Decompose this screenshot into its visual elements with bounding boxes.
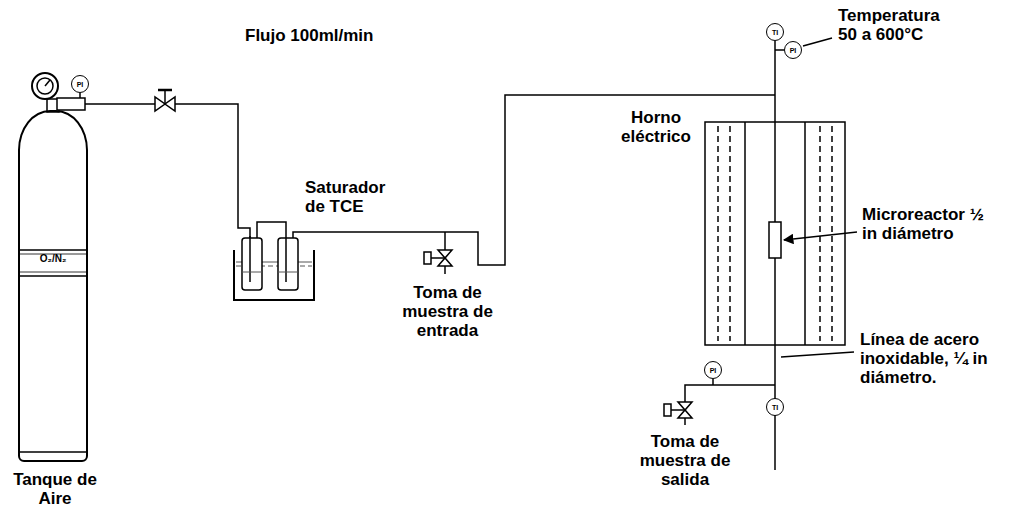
range-label: Temperatura 50 a 600°C [838, 6, 958, 44]
regulator-body [57, 98, 85, 110]
needle-valve [165, 97, 175, 111]
part-label: Microreactor ½ in diámetro [862, 205, 987, 243]
sample-valve [438, 250, 452, 258]
valve-handle [671, 409, 685, 411]
leader-line [803, 38, 832, 46]
instrument-tag: PI [790, 47, 797, 54]
gas-mark: O₂/N₂ [20, 253, 86, 264]
cylinder-caption: Tanque de Aire [5, 470, 105, 508]
gauge-stem [775, 49, 784, 51]
outlet-line [685, 385, 775, 402]
pressure-indicator: PI [784, 41, 802, 59]
part-label: Horno eléctrico [612, 108, 700, 146]
gas-line [293, 95, 775, 265]
valve-handle [424, 252, 431, 264]
pressure-indicator: PI [71, 75, 89, 93]
needle-valve [155, 97, 165, 111]
part-label: Saturador de TCE [305, 178, 405, 216]
sample-line [444, 232, 446, 250]
heating-element [717, 126, 719, 341]
temperature-indicator: TI [766, 398, 784, 416]
leader-arrow [784, 232, 857, 240]
gas-line [85, 104, 250, 282]
leader-line [781, 352, 854, 357]
part-label: Línea de acero inoxidable, ¼ in diámetro… [860, 330, 1022, 387]
cylinder-band [20, 249, 86, 251]
heating-element [831, 126, 833, 341]
part-label: Toma de muestra de entrada [395, 283, 500, 340]
furnace-wall [804, 122, 806, 345]
dial-needle [45, 80, 50, 86]
bubbler-vessel [242, 238, 262, 290]
instrument-tag: TI [772, 29, 778, 36]
temperature-indicator: TI [766, 23, 784, 41]
heating-element [819, 126, 821, 341]
sample-line [684, 418, 686, 425]
sample-valve [678, 410, 692, 418]
valve-handle [164, 90, 166, 104]
gauge-stem [712, 379, 714, 385]
bubbler-vessel [278, 238, 298, 290]
sample-valve [678, 402, 692, 410]
valve-handle [158, 89, 172, 92]
furnace-wall [744, 122, 746, 345]
transfer-line [257, 222, 286, 282]
microreactor [769, 222, 781, 258]
cylinder-band [20, 272, 86, 273]
gauge-stem [79, 93, 81, 98]
valve-handle [664, 404, 671, 416]
instrument-tag: TI [772, 404, 778, 411]
cylinder-band [20, 275, 86, 277]
cylinder-base [20, 451, 86, 453]
sample-line [444, 266, 446, 274]
vessel-liquid [278, 272, 298, 273]
vessel-liquid [242, 272, 262, 273]
dip-tube [249, 236, 251, 282]
heating-element [729, 126, 731, 341]
part-label: Toma de muestra de salida [632, 432, 738, 489]
flow-label: Flujo 100ml/min [245, 26, 445, 45]
valve-handle [431, 257, 445, 259]
pressure-dial [37, 78, 53, 94]
instrument-tag: PI [77, 81, 84, 88]
pressure-indicator: PI [704, 361, 722, 379]
sample-valve [438, 258, 452, 266]
pressure-dial [32, 73, 58, 99]
instrument-tag: PI [710, 367, 717, 374]
gas-cylinder: O₂/N₂Tanque de Aire [18, 110, 88, 462]
